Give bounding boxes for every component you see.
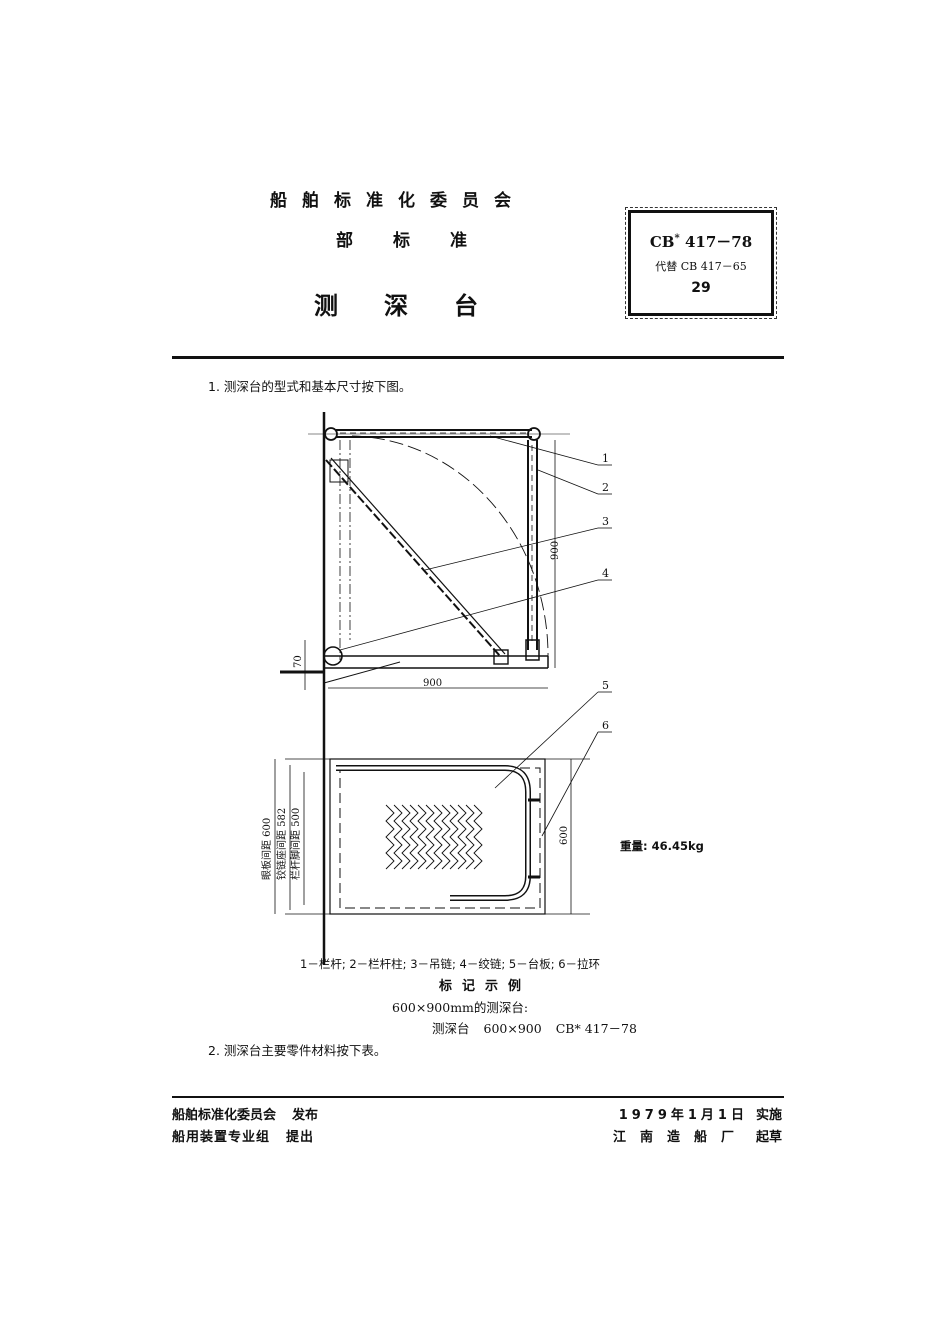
designation-size: 600×900 bbox=[483, 1021, 542, 1036]
section-1-text: 1. 测深台的型式和基本尺寸按下图。 bbox=[208, 379, 412, 394]
standard-number: 417－78 bbox=[684, 233, 753, 251]
document-title: 测深台 bbox=[314, 286, 524, 321]
svg-text:900: 900 bbox=[423, 678, 442, 689]
svg-text:3: 3 bbox=[602, 515, 609, 528]
title-char: 测 bbox=[314, 292, 338, 320]
marking-example-designation: 测深台 600×900 CB* 417－78 bbox=[432, 1018, 651, 1037]
replaces-code: 代替 CB 417－65 bbox=[655, 260, 747, 273]
drafter-action: 起草 bbox=[755, 1130, 782, 1145]
svg-text:2: 2 bbox=[602, 481, 609, 494]
svg-text:5: 5 bbox=[602, 679, 609, 692]
svg-text:900: 900 bbox=[550, 541, 561, 560]
standard-category: 部标准 bbox=[336, 226, 507, 251]
section-2-text: 2. 测深台主要零件材料按下表。 bbox=[208, 1043, 387, 1058]
callout-labels: 1 2 3 4 5 6 bbox=[602, 452, 609, 732]
designation-code: CB* 417－78 bbox=[555, 1021, 637, 1036]
standard-star: * bbox=[674, 233, 680, 244]
svg-text:栏杆脚间距 500: 栏杆脚间距 500 bbox=[289, 808, 302, 880]
weight-label: 重量: 46.45kg bbox=[620, 839, 704, 853]
parts-legend: 1－栏杆; 2－栏杆柱; 3－吊链; 4－绞链; 5－台板; 6－拉环 bbox=[300, 957, 601, 971]
standard-code-box: CB* 417－78 代替 CB 417－65 29 bbox=[625, 207, 777, 319]
footer-rule bbox=[172, 1096, 784, 1098]
proposer-line: 船用装置专业组提出 bbox=[172, 1126, 314, 1145]
marking-example-description: 600×900mm的测深台: bbox=[392, 1000, 529, 1015]
title-char: 台 bbox=[454, 292, 478, 320]
svg-text:4: 4 bbox=[602, 567, 609, 580]
svg-text:6: 6 bbox=[602, 719, 609, 732]
category-char: 标 bbox=[393, 231, 410, 251]
category-char: 准 bbox=[450, 231, 467, 251]
category-char: 部 bbox=[336, 231, 353, 251]
publisher-action: 发布 bbox=[292, 1108, 319, 1123]
plan-dim-labels: 眼板间距 600 铰链座间距 582 栏杆脚间距 500 bbox=[260, 808, 302, 880]
svg-text:70: 70 bbox=[293, 655, 304, 668]
svg-text:600: 600 bbox=[559, 826, 570, 845]
standard-prefix: CB bbox=[649, 233, 675, 251]
effective-line: 1979年1月1日实施 bbox=[619, 1104, 782, 1123]
svg-text:1: 1 bbox=[602, 452, 609, 465]
proposer: 船用装置专业组 bbox=[172, 1130, 271, 1145]
proposer-action: 提出 bbox=[286, 1130, 315, 1145]
effective-date: 1979年1月1日 bbox=[618, 1108, 748, 1123]
header-rule bbox=[172, 356, 784, 359]
svg-text:眼板间距 600: 眼板间距 600 bbox=[260, 818, 273, 880]
publisher-line: 船舶标准化委员会发布 bbox=[172, 1104, 318, 1123]
page-number: 29 bbox=[691, 280, 711, 296]
standard-code: CB* 417－78 bbox=[631, 231, 771, 252]
svg-text:铰链座间距 582: 铰链座间距 582 bbox=[275, 808, 288, 880]
effective-action: 实施 bbox=[755, 1108, 782, 1123]
title-char: 深 bbox=[384, 292, 408, 320]
drafter-line: 江南造船厂起草 bbox=[613, 1126, 782, 1145]
publisher: 船舶标准化委员会 bbox=[172, 1108, 277, 1123]
marking-example-title: 标记示例 bbox=[438, 979, 531, 994]
organization-title: 船舶标准化委员会 bbox=[270, 191, 526, 211]
drafter: 江南造船厂 bbox=[612, 1130, 748, 1145]
designation-name: 测深台 bbox=[432, 1021, 470, 1036]
